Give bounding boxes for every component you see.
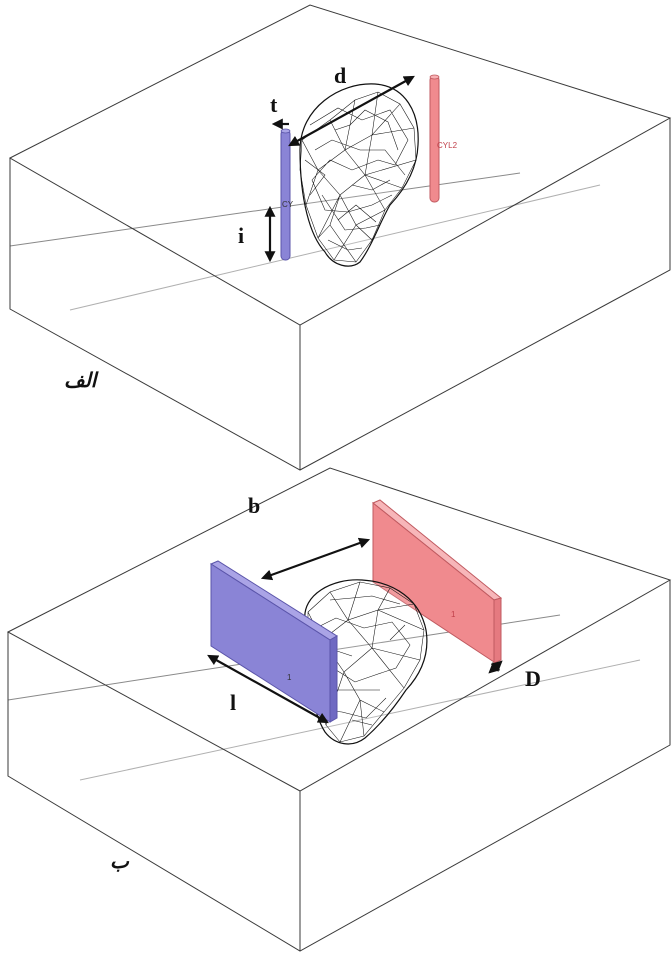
- panel-a-label: الف: [64, 368, 99, 392]
- cylinder-left-a: CY: [280, 128, 294, 261]
- cylinder-right-a: CYL2: [429, 74, 458, 203]
- distance-b-label: b: [248, 493, 260, 518]
- thickness-D-arrow: [488, 660, 503, 674]
- panel-b: 1 1 b l D ب: [6, 467, 672, 952]
- distance-d-arrow: [288, 75, 415, 147]
- cylinder-left-label: CY: [282, 200, 294, 209]
- plate-right-b: 1: [372, 499, 503, 664]
- length-l-arrow: [207, 654, 329, 724]
- length-i-label: i: [238, 223, 244, 248]
- mesh-object-a: [299, 83, 419, 267]
- length-l-label: l: [230, 690, 236, 715]
- distance-d-label: d: [334, 63, 346, 88]
- plate-right-mark: 1: [451, 610, 456, 619]
- panel-a: CY CYL2 d t i الف: [8, 4, 672, 471]
- thickness-t-label: t: [270, 92, 278, 117]
- thickness-D-label: D: [525, 666, 541, 691]
- distance-b-arrow: [260, 537, 371, 581]
- panel-b-label: ب: [110, 849, 130, 873]
- plate-left-mark: 1: [287, 673, 292, 682]
- cylinder-right-label: CYL2: [437, 141, 458, 150]
